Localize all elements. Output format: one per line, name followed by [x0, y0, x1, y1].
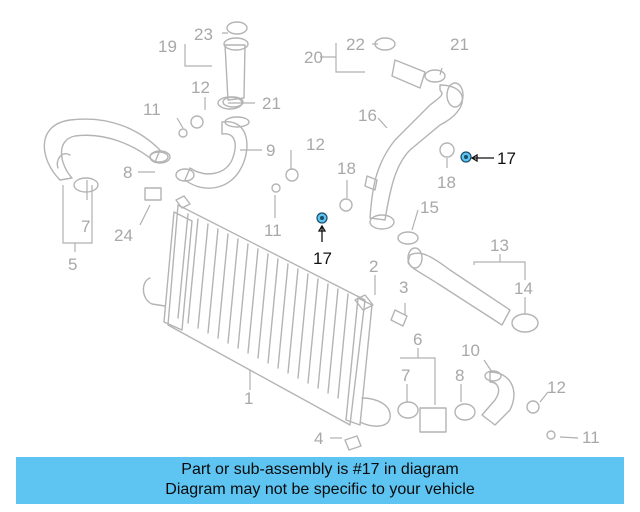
- hose-center: [175, 37, 250, 189]
- callout-2: 2: [369, 257, 378, 276]
- small-parts: [144, 21, 556, 440]
- callout-22: 22: [346, 35, 365, 54]
- callout-12c: 12: [547, 378, 566, 397]
- callout-20: 20: [304, 48, 323, 67]
- hose-right: [364, 59, 464, 230]
- callout-15: 15: [420, 198, 439, 217]
- callout-labels: 23 19 12 21 11 9 8 24 7 5 12 11 18 17 22…: [68, 25, 600, 448]
- callout-17a: 17: [313, 249, 332, 268]
- banner-line-1: Part or sub-assembly is #17 in diagram: [181, 461, 459, 478]
- callout-19: 19: [158, 37, 177, 56]
- callout-7a: 7: [81, 217, 90, 236]
- callout-12a: 12: [191, 78, 210, 97]
- callout-6: 6: [413, 330, 422, 349]
- callout-5: 5: [68, 255, 77, 274]
- callout-8b: 8: [455, 366, 464, 385]
- callout-21b: 21: [450, 35, 469, 54]
- lower-parts: [344, 294, 515, 451]
- part-17-bolt-center: [316, 212, 328, 224]
- callout-16: 16: [358, 106, 377, 125]
- callout-8a: 8: [123, 163, 132, 182]
- parts-diagram: 23 19 12 21 11 9 8 24 7 5 12 11 18 17 22…: [43, 21, 600, 451]
- leader-lines-17: [317, 153, 494, 242]
- callout-18b: 18: [437, 173, 456, 192]
- callout-14: 14: [514, 279, 533, 298]
- callout-12b: 12: [306, 135, 325, 154]
- notice-banner: Part or sub-assembly is #17 in diagram D…: [16, 457, 624, 504]
- callout-24: 24: [114, 226, 133, 245]
- intercooler-core: [142, 195, 391, 427]
- callout-21a: 21: [262, 94, 281, 113]
- callout-3: 3: [399, 278, 408, 297]
- callout-11c: 11: [582, 428, 600, 447]
- part-17-bolt-right: [460, 151, 472, 163]
- banner-line-2: Diagram may not be specific to your vehi…: [165, 481, 475, 498]
- callout-23: 23: [194, 25, 213, 44]
- callout-13: 13: [490, 236, 509, 255]
- callout-11a: 11: [143, 100, 161, 119]
- callout-10: 10: [461, 341, 480, 360]
- callout-4: 4: [314, 429, 323, 448]
- leader-lines: [62, 32, 579, 439]
- callout-7b: 7: [401, 366, 410, 385]
- callout-17b: 17: [497, 149, 516, 168]
- callout-1: 1: [244, 389, 253, 408]
- callout-9: 9: [266, 141, 275, 160]
- callout-11b: 11: [264, 221, 282, 240]
- callout-18a: 18: [337, 159, 356, 178]
